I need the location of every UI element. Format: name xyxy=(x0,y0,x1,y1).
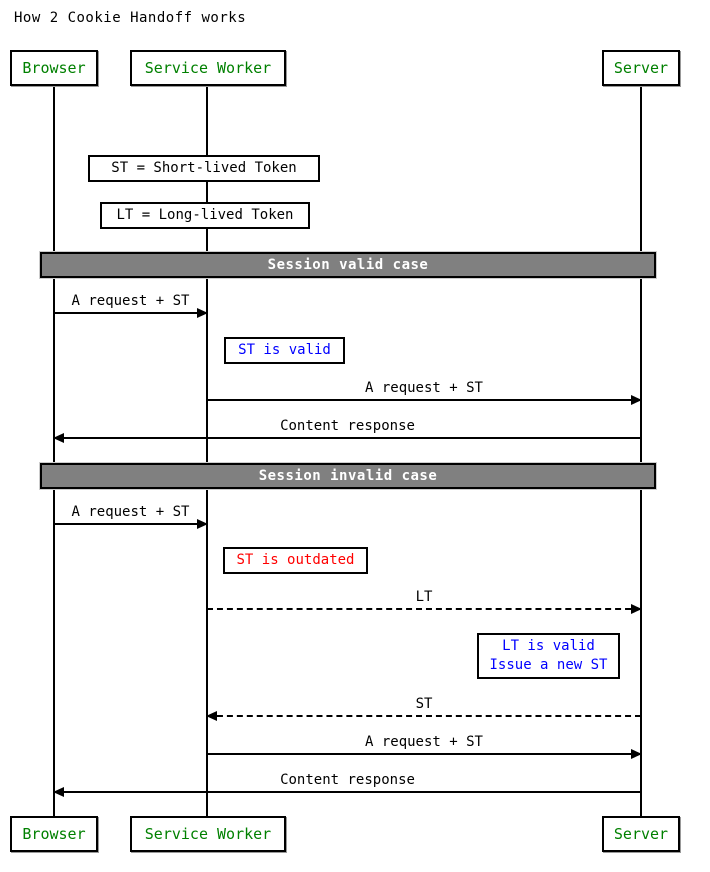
diagram-title: How 2 Cookie Handoff works xyxy=(14,10,247,26)
actor-browser-top: Browser xyxy=(10,50,98,86)
message-content-response-2: Content response xyxy=(53,772,641,797)
message-request-st-3: A request + ST xyxy=(54,504,208,529)
message-label: Content response xyxy=(280,418,415,434)
actor-server-top: Server xyxy=(602,50,680,86)
divider-session-invalid: Session invalid case xyxy=(40,463,656,489)
message-label: A request + ST xyxy=(364,380,483,396)
arrowhead-right-icon xyxy=(197,519,208,529)
arrowhead-right-icon xyxy=(197,308,208,318)
message-request-st-4: A request + ST xyxy=(207,734,642,759)
note-line-2: Issue a new ST xyxy=(489,657,608,673)
message-label: A request + ST xyxy=(71,504,190,520)
message-line xyxy=(54,308,208,318)
note-st-outdated: ST is outdated xyxy=(223,547,368,574)
actor-service-worker-top: Service Worker xyxy=(130,50,286,86)
arrowhead-right-icon xyxy=(631,395,642,405)
actor-server-bottom: Server xyxy=(602,816,680,852)
message-content-response-1: Content response xyxy=(53,418,641,443)
message-request-st-1: A request + ST xyxy=(54,293,208,318)
message-label: Content response xyxy=(280,772,415,788)
message-line xyxy=(206,711,641,721)
lifeline-browser xyxy=(53,85,55,817)
message-st: ST xyxy=(206,696,641,721)
arrowhead-left-icon xyxy=(53,433,64,443)
divider-session-valid: Session valid case xyxy=(40,252,656,278)
actor-browser-bottom: Browser xyxy=(10,816,98,852)
arrowhead-left-icon xyxy=(206,711,217,721)
message-line xyxy=(54,519,208,529)
message-line xyxy=(53,787,641,797)
note-line-1: LT is valid xyxy=(502,638,595,654)
message-label: A request + ST xyxy=(364,734,483,750)
message-request-st-2: A request + ST xyxy=(207,380,642,405)
message-line xyxy=(207,604,642,614)
note-lt-valid: LT is valid Issue a new ST xyxy=(477,633,620,679)
note-lt-definition: LT = Long-lived Token xyxy=(100,202,310,229)
note-st-definition: ST = Short-lived Token xyxy=(88,155,320,182)
message-label: ST xyxy=(415,696,433,712)
message-line xyxy=(207,749,642,759)
note-st-valid: ST is valid xyxy=(224,337,345,364)
message-lt: LT xyxy=(207,589,642,614)
arrowhead-right-icon xyxy=(631,604,642,614)
actor-service-worker-bottom: Service Worker xyxy=(130,816,286,852)
lifeline-server xyxy=(640,85,642,817)
lifeline-service-worker xyxy=(206,85,208,817)
message-label: LT xyxy=(415,589,433,605)
arrowhead-right-icon xyxy=(631,749,642,759)
arrowhead-left-icon xyxy=(53,787,64,797)
message-line xyxy=(53,433,641,443)
message-label: A request + ST xyxy=(71,293,190,309)
message-line xyxy=(207,395,642,405)
